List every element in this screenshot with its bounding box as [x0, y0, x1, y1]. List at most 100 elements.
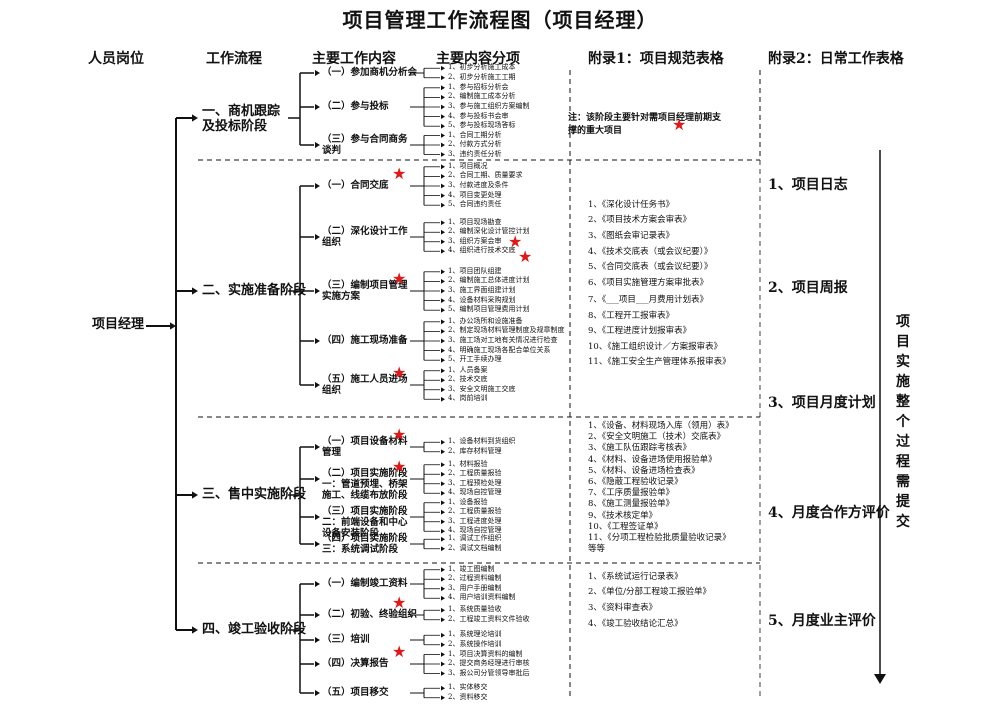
- arrowhead: [315, 444, 320, 450]
- star-icon: ★: [392, 593, 407, 612]
- header-workflow: 工作流程: [206, 51, 262, 67]
- arrowhead: [441, 348, 445, 353]
- arrowhead: [441, 368, 445, 374]
- star-icon: ★: [508, 232, 523, 251]
- sub-item-3-2-4: 4、现场自控管理: [448, 488, 502, 497]
- appendix2-item-3: 3、项目月度计划: [768, 395, 876, 411]
- task-4-2: （二）初验、终验组织: [322, 609, 418, 620]
- appendix1-form-2-11: 11、《施工安全生产管理体系报审表》: [588, 357, 731, 367]
- appendix1-form-3-1: 1、《设备、材料现场入库（领用）表》: [588, 421, 734, 431]
- arrowhead: [441, 123, 445, 129]
- sub-item-3-2-1: 1、材料报验: [448, 459, 488, 468]
- star-icon: ★: [392, 642, 407, 661]
- arrowhead: [441, 509, 445, 515]
- arrowhead: [315, 104, 320, 110]
- header-personnel: 人员岗位: [88, 51, 144, 67]
- task-1-2: （二）参与投标: [322, 101, 389, 112]
- arrowhead: [441, 500, 445, 506]
- appendix1-form-4-3: 3、《资料审查表》: [588, 603, 658, 613]
- star-icon: ★: [392, 269, 407, 288]
- appendix2-item-2: 2、项目周报: [768, 280, 848, 296]
- sub-item-4-5-1: 1、实体移交: [448, 683, 488, 692]
- task-2-2: （二）深化设计工作组织: [322, 226, 408, 248]
- sub-item-1-2-1: 1、参与招标分析会: [448, 82, 509, 91]
- sub-item-4-4-2: 2、提交商务经理进行审核: [448, 659, 530, 667]
- star-icon: ★: [392, 363, 407, 382]
- arrowhead: [441, 462, 445, 468]
- arrowhead: [441, 586, 445, 592]
- sub-item-3-1-1: 1、设备材料到货组织: [448, 437, 516, 446]
- arrowhead: [441, 617, 445, 623]
- header-main-work: 主要工作内容: [312, 51, 396, 67]
- sub-item-1-1-2: 2、初步分析施工工期: [448, 72, 516, 81]
- arrowhead: [315, 288, 320, 294]
- arrowhead: [441, 307, 445, 313]
- appendix1-form-3-6: 6、《隐蔽工程验收记录》: [588, 477, 683, 487]
- sub-item-3-4-1: 1、调试工作组织: [448, 534, 502, 543]
- arrowhead: [441, 652, 445, 657]
- down-arrowhead: [874, 674, 886, 684]
- sub-item-2-1-4: 4、项目变更处理: [448, 190, 502, 199]
- sub-item-2-2-1: 1、项目现场勘查: [448, 217, 502, 226]
- arrowhead: [441, 695, 445, 701]
- arrowhead: [441, 685, 445, 691]
- sub-item-4-4-1: 1、项目决算资料的编制: [448, 649, 523, 658]
- arrowhead: [315, 661, 320, 667]
- appendix1-form-3-4: 4、《材料、设备进场使用报验单》: [588, 454, 717, 465]
- arrowhead: [192, 491, 198, 499]
- sub-item-1-2-5: 5、参与投标现场答标: [448, 121, 516, 130]
- appendix1-form-2-5: 5、《合同交底表（或会议纪要）》: [588, 262, 713, 272]
- appendix1-form-2-9: 9、《工程进度计划报审表》: [588, 326, 692, 336]
- appendix1-form-4-2: 2、《单位/分部工程竣工报验单》: [588, 587, 712, 597]
- star-icon: ★: [672, 115, 687, 134]
- arrowhead: [315, 382, 320, 388]
- sub-item-2-5-3: 3、安全文明施工交底: [448, 384, 516, 393]
- stage-label-2: 二、实施准备阶段: [202, 283, 307, 298]
- appendix1-form-2-2: 2、《项目技术方案会审表》: [588, 215, 692, 225]
- sub-item-2-1-2: 2、合同工期、质量要求: [448, 171, 523, 180]
- arrowhead: [441, 174, 445, 179]
- arrowhead: [441, 528, 445, 534]
- appendix1-form-2-8: 8、《工程开工报审表》: [588, 311, 675, 321]
- appendix1-form-2-7: 7、《___项目___月费用计划表》: [588, 295, 709, 305]
- arrowhead: [315, 612, 320, 618]
- sub-item-3-3-2: 2、工程质量报验: [448, 507, 502, 516]
- arrowhead: [441, 183, 445, 189]
- arrowhead: [315, 690, 320, 696]
- task-4-5: （五）项目移交: [322, 687, 389, 698]
- arrowhead: [192, 287, 198, 295]
- arrowhead: [441, 671, 445, 676]
- sub-item-2-5-1: 1、人员备案: [448, 365, 488, 374]
- arrowhead: [441, 319, 445, 325]
- arrowhead: [441, 164, 445, 170]
- appendix1-form-3-5: 5、《材料、设备进场检查表》: [588, 465, 700, 476]
- star-icon: ★: [392, 164, 407, 183]
- arrowhead: [441, 546, 445, 552]
- vertical-note: 项目实施整个过程需提交: [896, 314, 910, 530]
- appendix1-form-2-1: 1、《深化设计任务书》: [588, 200, 675, 210]
- arrowhead: [441, 632, 445, 638]
- star-icon: ★: [392, 425, 407, 444]
- arrowhead: [315, 637, 320, 643]
- sub-item-4-2-1: 1、系统质量验收: [448, 605, 502, 614]
- arrowhead: [315, 581, 320, 587]
- arrowhead: [315, 142, 320, 148]
- task-4-1: （一）编制竣工资料: [322, 578, 408, 589]
- sub-item-3-3-1: 1、设备报验: [448, 497, 488, 506]
- sub-item-4-3-2: 2、系统操作培训: [448, 639, 502, 648]
- sub-item-3-3-3: 3、工程进度处理: [448, 516, 502, 525]
- arrowhead: [441, 567, 445, 573]
- appendix1-form-3-11: 11、《分项工程检验批质量验收记录》: [588, 533, 731, 543]
- sub-item-3-2-2: 2、工程质量报验: [448, 469, 502, 478]
- sub-item-4-1-4: 4、用户培训资料编制: [448, 593, 516, 602]
- sub-item-2-1-3: 3、付款进度及条件: [448, 181, 509, 189]
- sub-item-2-2-3: 3、组织方案会审: [448, 236, 502, 245]
- sub-item-2-3-3: 3、施工界面组建计划: [448, 286, 516, 294]
- sub-item-4-4-3: 3、报公司分管领导审批后: [448, 668, 530, 677]
- appendix1-form-3-10: 10、《工程签证单》: [588, 521, 663, 532]
- arrowhead: [315, 338, 320, 344]
- arrowhead: [192, 626, 198, 634]
- appendix2-item-1: 1、项目日志: [768, 177, 848, 193]
- arrowhead: [441, 133, 445, 138]
- task-3-1: （一）项目设备材料管理: [322, 436, 408, 458]
